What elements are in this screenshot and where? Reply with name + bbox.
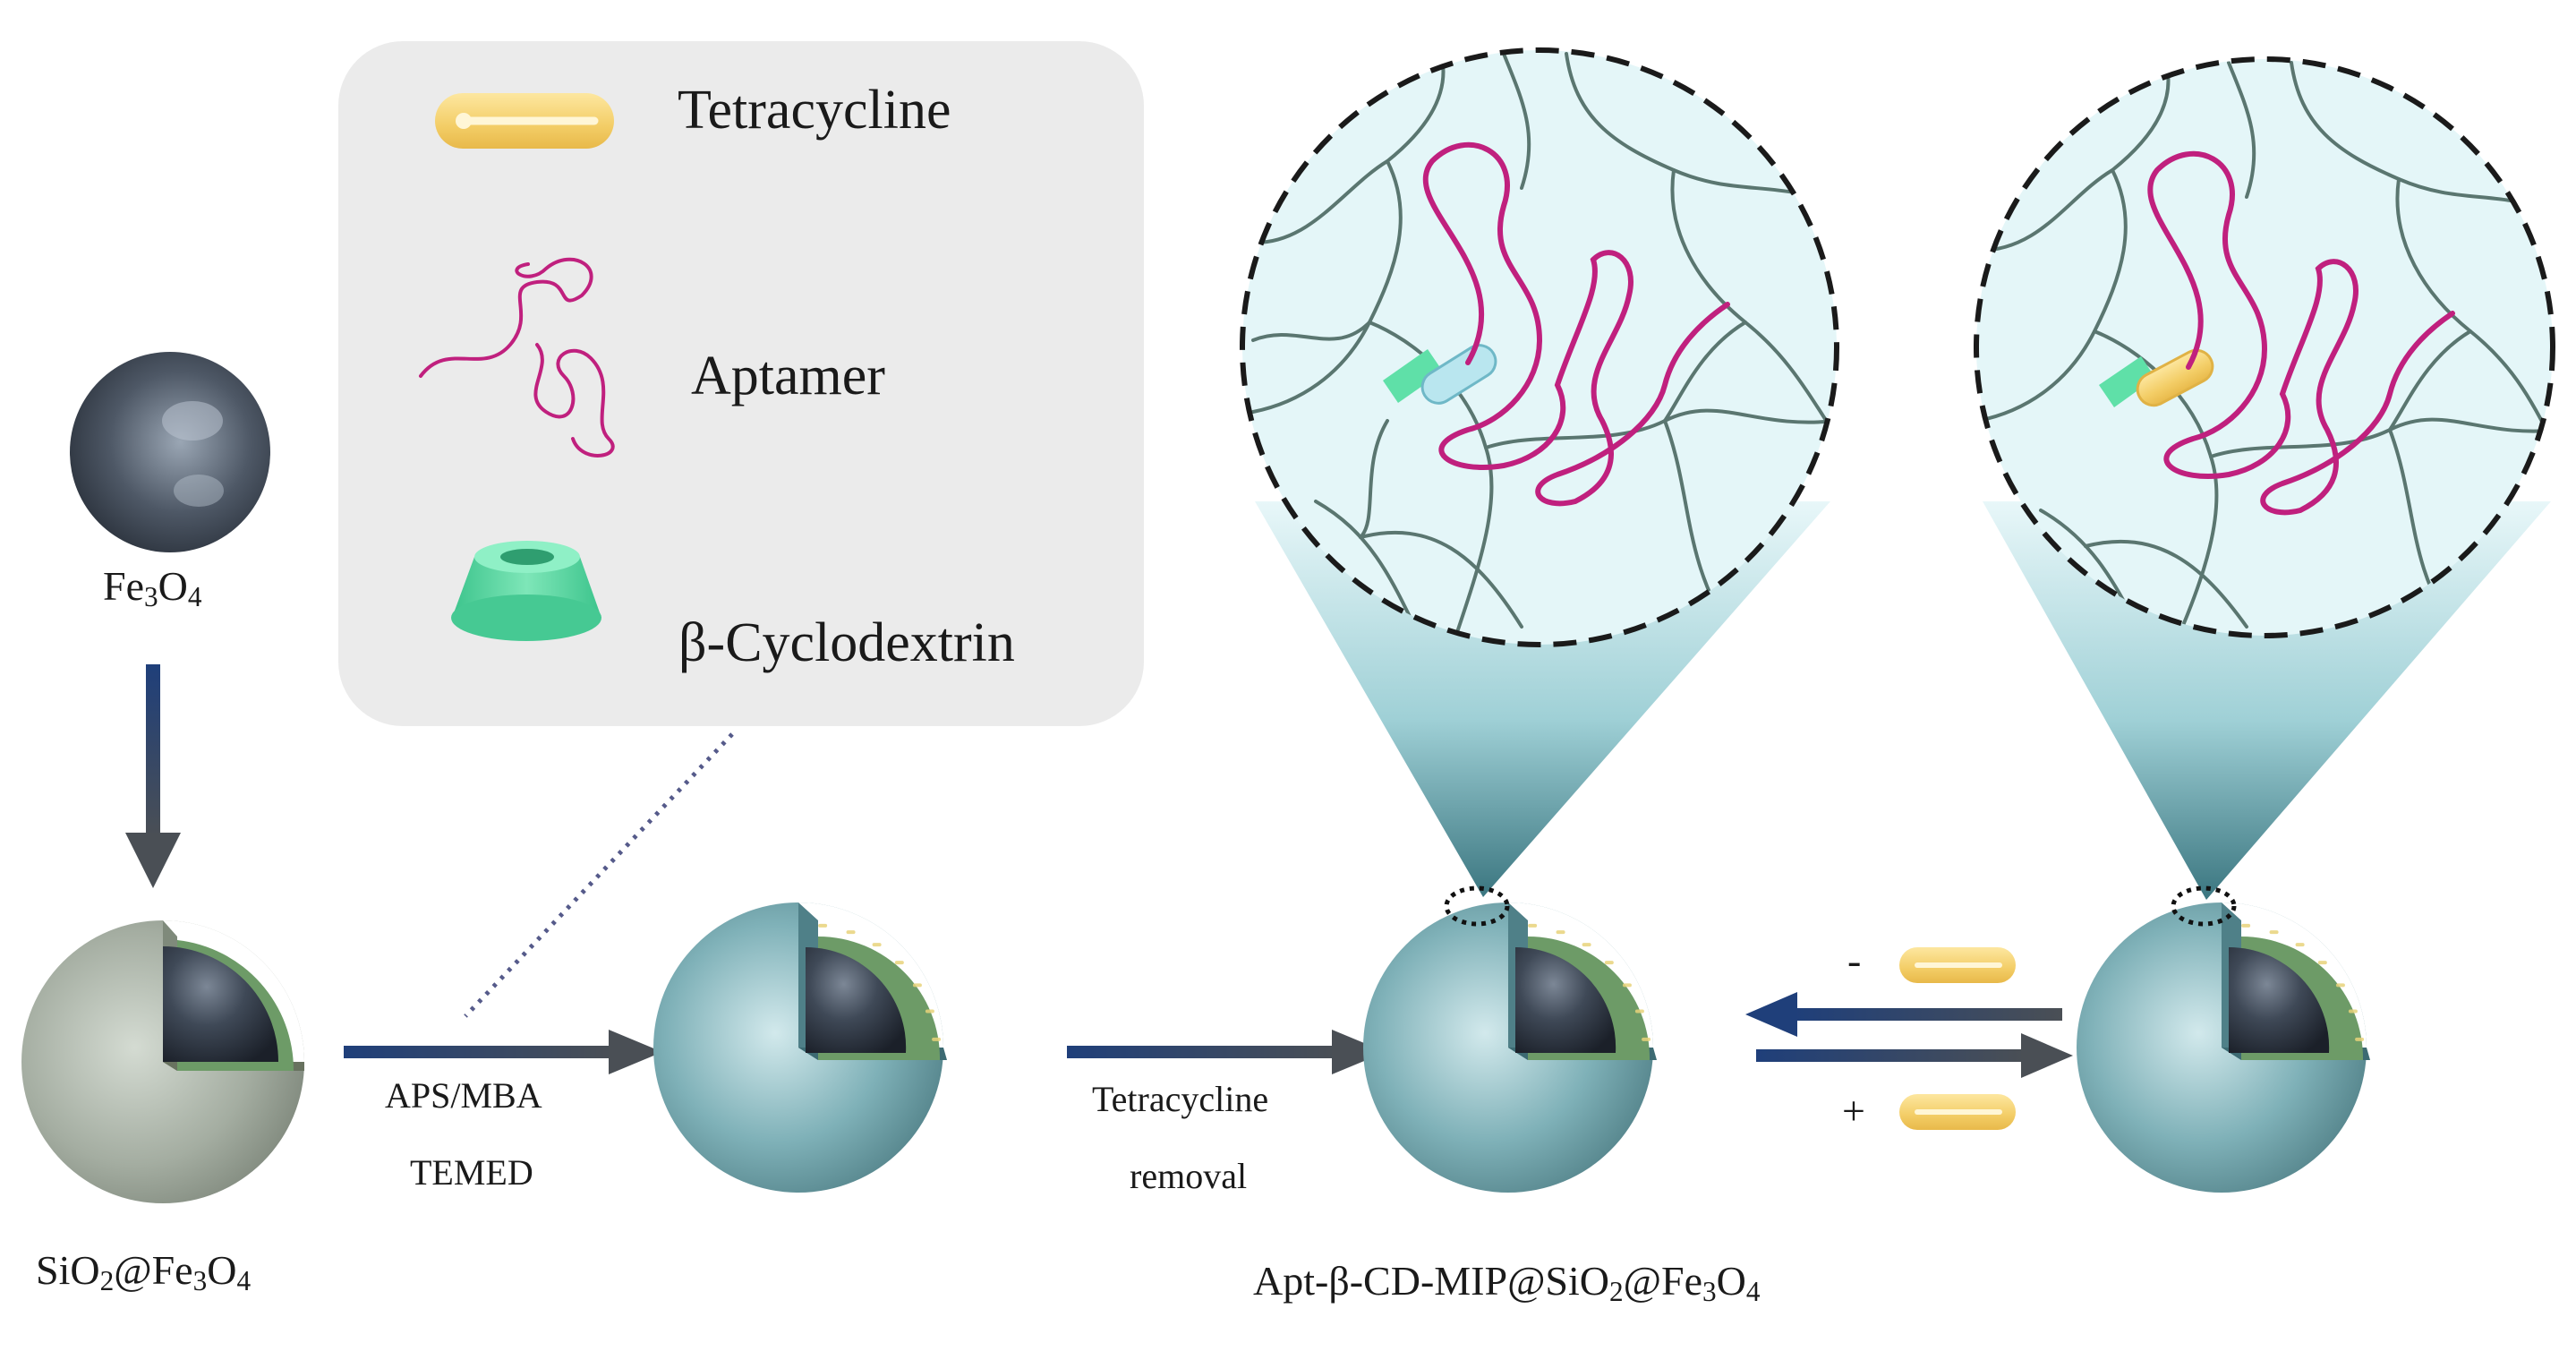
fe3o4-label-part: O [158, 563, 188, 609]
zoom-view-rebound [1974, 56, 2555, 638]
polymerization-reagents-2: TEMED [410, 1152, 533, 1193]
zoom-origin-marker-1 [1444, 885, 1510, 927]
legend-label-aptamer: Aptamer [691, 346, 885, 406]
fe3o4-label-sub: 3 [144, 580, 158, 612]
removal-step-2: removal [1130, 1156, 1248, 1196]
arrow-rebinding [1756, 1033, 2073, 1078]
fe3o4-label-part: Fe [103, 563, 144, 609]
product-label-sub: 2 [1609, 1275, 1624, 1307]
arrow-removal [1067, 1030, 1386, 1074]
sio2-fe3o4-label: SiO2@Fe3O4 [36, 1246, 251, 1297]
removal-step-1: Tetracycline [1092, 1079, 1269, 1119]
product-label-sub: 3 [1702, 1275, 1717, 1307]
product-label-part: @Fe [1623, 1258, 1703, 1304]
sio2-label-sub: 2 [99, 1264, 115, 1296]
legend-label-tetracycline: Tetracycline [678, 80, 951, 141]
mip-particle-rebound [2077, 902, 2370, 1193]
zoom-view-imprinted [1240, 47, 1839, 647]
product-label-part: O [1716, 1258, 1746, 1304]
sio2-label-sub: 3 [192, 1264, 208, 1296]
arrow-coating [125, 664, 181, 888]
sio2-label-part: SiO [36, 1247, 100, 1293]
tetracycline-rebind-icon [1899, 1094, 2016, 1130]
fe3o4-label: Fe3O4 [103, 562, 202, 613]
product-label-sub: 4 [1745, 1275, 1761, 1307]
aptamer-legend-icon [419, 257, 615, 458]
product-label: Apt-β-CD-MIP@SiO2@Fe3O4 [1253, 1257, 1761, 1308]
fe3o4-particle [70, 352, 270, 552]
release-minus-sign: - [1847, 937, 1862, 983]
sio2-fe3o4-particle [21, 920, 304, 1203]
sio2-label-part: @Fe [114, 1247, 193, 1293]
fe3o4-label-sub: 4 [187, 580, 202, 612]
zoom-cone-2 [1983, 501, 2551, 900]
arrow-release [1745, 992, 2062, 1037]
zoom-origin-marker-2 [2171, 885, 2237, 927]
cyclodextrin-legend-icon [451, 541, 601, 641]
sio2-label-part: O [207, 1247, 237, 1293]
tetracycline-legend-icon [435, 93, 614, 149]
mip-particle-imprinted [1363, 902, 1657, 1193]
sio2-label-sub: 4 [236, 1264, 252, 1296]
rebind-plus-sign: + [1842, 1088, 1865, 1133]
legend-label-cyclodextrin: β-Cyclodextrin [678, 612, 1015, 673]
tetracycline-release-icon [1899, 947, 2016, 983]
product-label-part: Apt-β-CD-MIP@SiO [1253, 1258, 1610, 1304]
arrow-polymerization [344, 1030, 662, 1074]
mip-particle-templated [653, 902, 947, 1193]
legend-connector [464, 732, 734, 1018]
polymerization-reagents-1: APS/MBA [385, 1075, 542, 1116]
